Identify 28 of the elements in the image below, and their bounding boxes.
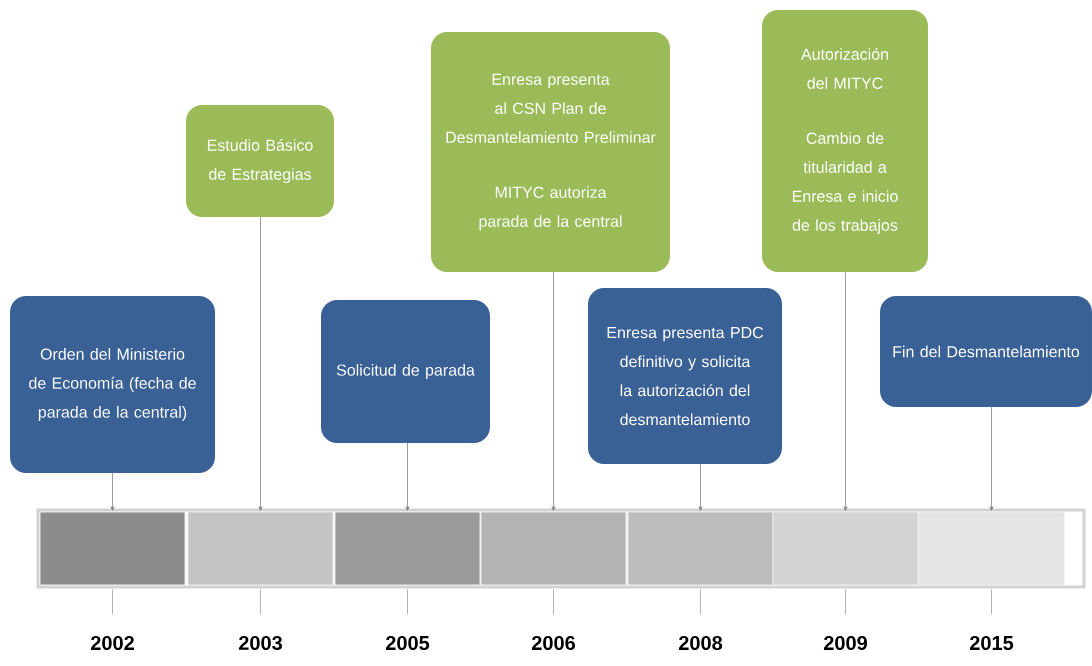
arrow (110, 472, 115, 511)
event-box: Solicitud de parada (321, 300, 490, 443)
arrow (843, 271, 848, 511)
timeline-segment (39, 511, 186, 586)
event-box: Estudio Básico de Estrategias (186, 105, 334, 217)
arrow (258, 216, 263, 511)
event-box: Fin del Desmantelamiento (880, 296, 1092, 407)
year-label: 2005 (385, 635, 430, 651)
timeline-segment (918, 511, 1065, 586)
year-label: 2006 (531, 635, 575, 651)
year-label: 2015 (969, 635, 1014, 651)
event-box: Orden del Ministerio de Economía (fecha de parada de la central) (10, 296, 215, 473)
arrow (551, 271, 556, 511)
event-box: Autorización del MITYC Cambio de titularidad a Enresa e inicio de los trabajos (762, 10, 928, 272)
timeline-segment (627, 511, 774, 586)
year-label: 2002 (90, 635, 134, 651)
year-label: 2008 (678, 635, 723, 651)
year-label: 2009 (823, 635, 867, 651)
event-box: Enresa presenta PDC definitivo y solicita la autorización del desmantelamiento (588, 288, 782, 464)
timeline-segment (480, 511, 627, 586)
arrow (698, 463, 703, 511)
timeline-segment (772, 511, 919, 586)
timeline-segment (334, 511, 481, 586)
arrow (989, 406, 994, 511)
arrow (405, 442, 410, 511)
year-label: 2003 (238, 635, 282, 651)
timeline-segment (187, 511, 334, 586)
event-box: Enresa presenta al CSN Plan de Desmantelamiento Preliminar MITYC autoriza parada de la central (431, 32, 670, 272)
